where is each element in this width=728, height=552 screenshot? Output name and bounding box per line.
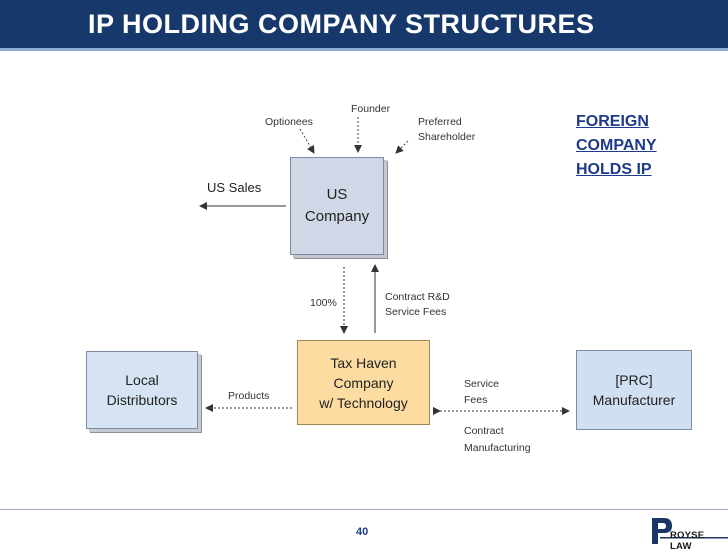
slide-title: IP HOLDING COMPANY STRUCTURES <box>88 9 595 39</box>
prc-line2: Manufacturer <box>592 392 676 408</box>
optionees-label: Optionees <box>265 116 313 128</box>
optionees-arrow <box>299 128 315 154</box>
tax-haven-line1: Tax Haven <box>330 354 397 371</box>
foreign-note-line2: COMPANY <box>576 137 657 154</box>
products-label: Products <box>228 390 270 402</box>
us-company-line1: US <box>326 186 348 203</box>
preferred-label-line1: Preferred <box>418 116 462 128</box>
service-fees-line1: Service <box>464 378 500 390</box>
us-sales-label: US Sales <box>207 180 262 195</box>
ownership-label: 100% <box>310 297 337 309</box>
us-company-box: US Company <box>290 157 384 255</box>
royse-law-logo-icon <box>652 518 728 544</box>
local-distributors-line2: Distributors <box>106 392 178 408</box>
foreign-company-note: FOREIGN COMPANY HOLDS IP <box>576 110 657 182</box>
foreign-note-line3: HOLDS IP <box>576 161 652 178</box>
local-distributors-line1: Local <box>125 372 159 388</box>
founder-label: Founder <box>351 103 391 115</box>
tax-haven-line3: w/ Technology <box>319 394 408 411</box>
prc-manufacturer-box: [PRC] Manufacturer <box>576 350 692 430</box>
title-bar <box>0 0 728 48</box>
prc-line1: [PRC] <box>615 372 653 388</box>
tax-haven-line2: Company <box>333 374 394 391</box>
preferred-arrow <box>395 140 409 154</box>
contract-manufacturing-line2: Manufacturing <box>464 442 531 454</box>
preferred-label-line2: Shareholder <box>418 131 476 143</box>
footer-divider <box>0 509 728 510</box>
logo-text: ROYSE LAW <box>670 530 705 552</box>
service-fees-line2: Fees <box>464 394 488 406</box>
foreign-note-line1: FOREIGN <box>576 113 649 130</box>
local-distributors-box: Local Distributors <box>86 351 198 429</box>
contract-manufacturing-line1: Contract <box>464 425 504 437</box>
page-number: 40 <box>356 526 369 538</box>
contract-rd-label-line1: Contract R&D <box>385 291 450 303</box>
us-company-line2: Company <box>304 208 370 225</box>
contract-rd-label-line2: Service Fees <box>385 306 447 318</box>
title-underline <box>0 48 728 51</box>
tax-haven-company-box: Tax Haven Company w/ Technology <box>297 340 430 425</box>
